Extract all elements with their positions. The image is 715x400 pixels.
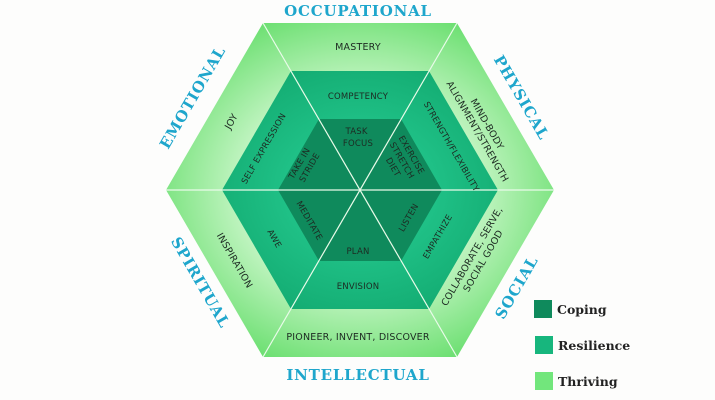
legend-swatch-coping [534,300,552,318]
coping-occupational: TASK FOCUS [343,127,373,149]
legend-label-coping: Coping [557,302,607,317]
category-occupational: OCCUPATIONAL [284,2,432,20]
legend-swatch-resilience [535,336,553,354]
legend-label-resilience: Resilience [558,338,630,353]
thriving-occupational: MASTERY [335,42,381,53]
coping-intellectual: PLAN [346,247,369,257]
legend-swatch-thriving [535,372,553,390]
legend-item-coping: Coping [534,300,607,318]
resilience-intellectual: ENVISION [337,282,380,292]
legend-label-thriving: Thriving [558,374,618,389]
divider-lines [166,22,554,358]
thriving-intellectual: PIONEER, INVENT, DISCOVER [286,332,430,343]
legend: Coping Resilience Thriving [534,300,630,390]
category-intellectual: INTELLECTUAL [286,366,429,384]
legend-item-thriving: Thriving [535,372,618,390]
legend-item-resilience: Resilience [535,336,630,354]
resilience-occupational: COMPETENCY [328,92,389,102]
